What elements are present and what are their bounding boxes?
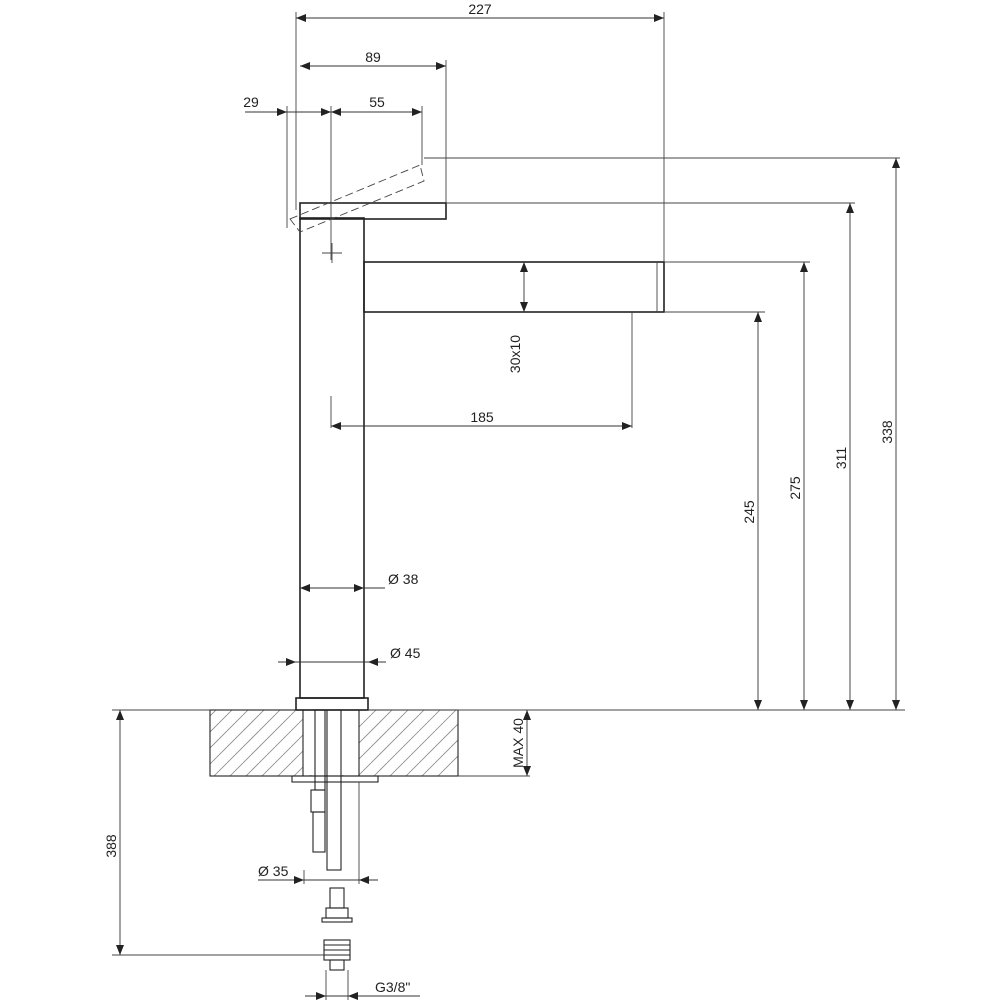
lever-closed [299,202,447,220]
dimension-lines [116,14,900,1000]
base-ring [295,697,369,711]
dim-spout-section: 30x10 [507,335,523,373]
spout [363,261,665,313]
underside-fixings [291,709,379,971]
dim-lever-tip: 55 [369,94,385,110]
lever-raised [289,164,425,233]
dim-body-diameter: Ø 38 [388,571,419,587]
dim-lever-raised-height: 338 [879,420,895,444]
dimension-labels: 227 89 29 55 30x10 185 245 275 311 338 Ø… [103,1,895,995]
dim-spout-length: 185 [470,409,494,425]
dim-hose-length: 388 [103,834,119,858]
dim-max-deck-thickness: MAX 40 [510,718,526,768]
extension-lines [112,12,905,1000]
dim-base-diameter: Ø 45 [390,645,421,661]
dim-shank-diameter: Ø 35 [258,863,289,879]
dim-body-top-height: 311 [833,447,849,470]
dim-spout-top-height: 275 [787,476,803,500]
dim-offset-left: 29 [243,94,259,110]
dim-connection-thread: G3/8" [375,979,410,995]
dim-outlet-height: 245 [741,500,757,524]
dim-lever-reach: 89 [365,49,381,65]
dim-total-width: 227 [468,1,492,17]
faucet-body [299,217,365,699]
faucet-outline [289,164,670,711]
